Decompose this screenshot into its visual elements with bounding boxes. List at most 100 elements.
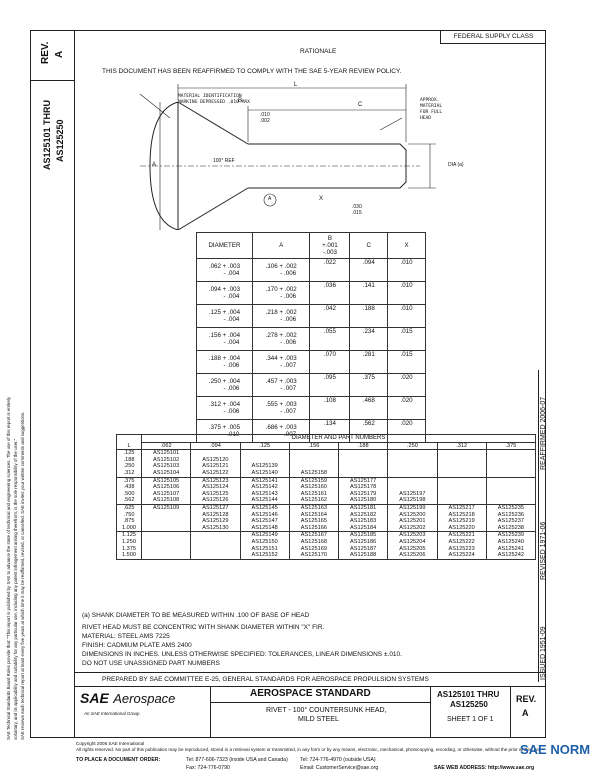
parts-length-cell: .375.438.500.562	[116, 476, 142, 505]
dim-C-label: C	[358, 102, 363, 108]
dims-cell-a: .457 + .003- .007	[251, 373, 311, 397]
note-material: MATERIAL: STEEL AMS 7225	[82, 633, 170, 640]
parts-l-header: L	[116, 433, 142, 451]
dims-cell-diameter: .156 + .004- .004	[196, 327, 253, 351]
dim-015-label: .015	[352, 210, 362, 216]
date-strip-line	[538, 370, 539, 682]
sheet-frame	[30, 30, 546, 738]
side-doc-range-1: AS125101 THRU	[42, 99, 52, 170]
doc-number-2: AS125250	[450, 700, 488, 709]
parts-table: L DIAMETER AND PART NUMBERS .062.094.125…	[116, 433, 537, 560]
dims-cell-a: .278 + .002- .006	[251, 327, 311, 351]
dims-cell-b: .055	[309, 327, 351, 351]
dims-cell-diameter: .125 + .004- .004	[196, 304, 253, 328]
dims-cell-b: .095	[309, 373, 351, 397]
dims-cell-diameter: .094 + .003- .004	[196, 281, 253, 305]
side-doc-range-2: AS125250	[55, 119, 65, 162]
dims-row: .125 + .004- .004.218 + .002- .006.042.1…	[196, 304, 426, 328]
rivet-drawing	[139, 84, 436, 230]
dia-label: DIA (a)	[448, 162, 464, 168]
footer-rev-label: REV.	[516, 694, 537, 704]
dim-X-label: X	[319, 196, 324, 202]
dims-cell-b: .070	[309, 350, 351, 374]
dim-030-label: .030	[352, 204, 362, 210]
parts-number-cell	[140, 531, 192, 560]
dims-cell-b: .036	[309, 281, 351, 305]
dims-cell-c: .141	[349, 281, 389, 305]
dims-cell-a: .555 + .003- .007	[251, 396, 311, 420]
angle-label: 100° REF	[213, 158, 235, 164]
sae-logo-aerospace: Aerospace	[113, 691, 176, 706]
dims-cell-x: .010	[387, 281, 426, 305]
dims-row: .062 + .003- .004.106 + .002- .006.022.0…	[196, 258, 426, 282]
sae-norm-watermark: SAE NORM	[520, 742, 591, 757]
disclaimer-line-3: SAE reviews each technical report at lea…	[20, 411, 25, 740]
dims-cell-a: .344 + .003- .007	[251, 350, 311, 374]
parts-dia-header: .375	[485, 441, 537, 451]
note-concentric: RIVET HEAD MUST BE CONCENTRIC WITH SHANK…	[82, 624, 325, 631]
parts-number-cell	[387, 449, 438, 478]
sheet-number: SHEET 1 OF 1	[447, 716, 494, 723]
dims-cell-a: .170 + .002- .006	[251, 281, 311, 305]
note-dimensions: DIMENSIONS IN INCHES. UNLESS OTHERWISE S…	[82, 651, 402, 658]
rights-text: All rights reserved. No part of this pub…	[76, 747, 540, 752]
parts-number-cell	[337, 449, 389, 478]
parts-dia-header: .312	[436, 441, 487, 451]
datum-circle-label: A	[268, 196, 272, 202]
prepared-by: PREPARED BY SAE COMMITTEE E-25, GENERAL …	[102, 676, 429, 683]
order-email[interactable]: Email: CustomerService@sae.org	[300, 765, 379, 771]
revised-date: REVISED 1971-06	[540, 521, 547, 580]
parts-length-cell: .125.188.250.312	[116, 449, 142, 478]
title-block-line	[75, 686, 546, 687]
dims-cell-c: .188	[349, 304, 389, 328]
dims-cell-c: .468	[349, 396, 389, 420]
dims-cell-b: .108	[309, 396, 351, 420]
dim-L-label: L	[294, 82, 298, 88]
dims-cell-a: .106 + .002- .006	[251, 258, 311, 282]
parts-dia-header: .250	[387, 441, 438, 451]
parts-number-cell	[485, 449, 537, 478]
dims-row: .250 + .004- .006.457 + .003- .007.095.3…	[196, 373, 426, 397]
dim-002-label: .002	[260, 118, 270, 124]
mat-id-label-2: MARKING DEPRESSED .010 MAX	[178, 100, 250, 105]
parts-number-cell	[190, 531, 241, 560]
note-shank: (a) SHANK DIAMETER TO BE MEASURED WITHIN…	[82, 612, 310, 619]
disclaimer-line-1: SAE Technical Standards Board Rules prov…	[6, 396, 11, 740]
dims-cell-x: .020	[387, 396, 426, 420]
approx-label-2: MATERIAL	[420, 104, 443, 109]
dims-cell-diameter: .188 + .004- .006	[196, 350, 253, 374]
dims-cell-b: .042	[309, 304, 351, 328]
dims-cell-x: .020	[387, 373, 426, 397]
order-label: TO PLACE A DOCUMENT ORDER:	[76, 757, 161, 763]
dims-row: .094 + .003- .004.170 + .002- .006.036.1…	[196, 281, 426, 305]
web-address[interactable]: SAE WEB ADDRESS: http://www.sae.org	[434, 765, 535, 771]
standard-description-1: RIVET - 100° COUNTERSUNK HEAD,	[266, 707, 387, 714]
parts-number-cell	[485, 476, 537, 505]
dim-A-label: A	[152, 162, 157, 168]
parts-dia-header: .125	[239, 441, 290, 451]
dims-header-a: A	[251, 232, 311, 259]
approx-label: APPROX.	[420, 98, 440, 103]
parts-dia-header: .188	[337, 441, 389, 451]
dims-cell-x: .010	[387, 258, 426, 282]
sae-logo: SAE Aerospace	[80, 690, 175, 708]
mat-id-label: MATERIAL IDENTIFICATION	[178, 94, 242, 99]
dims-cell-c: .281	[349, 350, 389, 374]
